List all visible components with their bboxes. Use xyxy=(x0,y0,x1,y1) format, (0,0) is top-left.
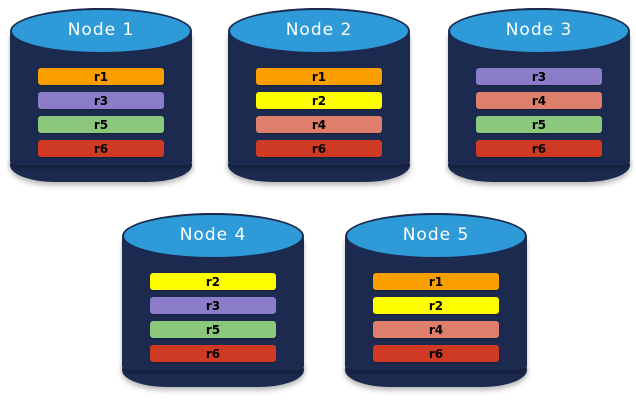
replica-r6[interactable]: r6 xyxy=(476,140,602,157)
replica-list: r1 r2 r4 r6 xyxy=(256,68,382,157)
replica-r4[interactable]: r4 xyxy=(476,92,602,109)
node-label: Node 5 xyxy=(402,225,470,245)
replica-r6[interactable]: r6 xyxy=(256,140,382,157)
replica-r1[interactable]: r1 xyxy=(256,68,382,85)
replica-r6[interactable]: r6 xyxy=(373,345,499,362)
replica-r4[interactable]: r4 xyxy=(256,116,382,133)
node-4[interactable]: Node 4 r2 r3 r5 r6 xyxy=(122,213,304,393)
cylinder-top xyxy=(122,213,304,259)
replica-r2[interactable]: r2 xyxy=(150,273,276,290)
replica-r1[interactable]: r1 xyxy=(38,68,164,85)
cylinder-top xyxy=(10,8,192,54)
replica-r6[interactable]: r6 xyxy=(38,140,164,157)
replica-list: r1 r2 r4 r6 xyxy=(373,273,499,362)
replica-r2[interactable]: r2 xyxy=(256,92,382,109)
replica-list: r1 r3 r5 r6 xyxy=(38,68,164,157)
replica-list: r2 r3 r5 r6 xyxy=(150,273,276,362)
node-3[interactable]: Node 3 r3 r4 r5 r6 xyxy=(448,8,630,188)
node-label: Node 3 xyxy=(505,20,573,40)
replica-r1[interactable]: r1 xyxy=(373,273,499,290)
node-label: Node 2 xyxy=(285,20,353,40)
node-label: Node 4 xyxy=(179,225,247,245)
node-1[interactable]: Node 1 r1 r3 r5 r6 xyxy=(10,8,192,188)
replica-r4[interactable]: r4 xyxy=(373,321,499,338)
replica-r5[interactable]: r5 xyxy=(38,116,164,133)
node-5[interactable]: Node 5 r1 r2 r4 r6 xyxy=(345,213,527,393)
replica-r3[interactable]: r3 xyxy=(476,68,602,85)
replica-r3[interactable]: r3 xyxy=(38,92,164,109)
replica-r5[interactable]: r5 xyxy=(476,116,602,133)
replica-list: r3 r4 r5 r6 xyxy=(476,68,602,157)
replica-r3[interactable]: r3 xyxy=(150,297,276,314)
cylinder-top xyxy=(448,8,630,54)
cylinder-top xyxy=(345,213,527,259)
replica-r2[interactable]: r2 xyxy=(373,297,499,314)
node-label: Node 1 xyxy=(67,20,135,40)
node-2[interactable]: Node 2 r1 r2 r4 r6 xyxy=(228,8,410,188)
cylinder-top xyxy=(228,8,410,54)
replica-r5[interactable]: r5 xyxy=(150,321,276,338)
replica-r6[interactable]: r6 xyxy=(150,345,276,362)
